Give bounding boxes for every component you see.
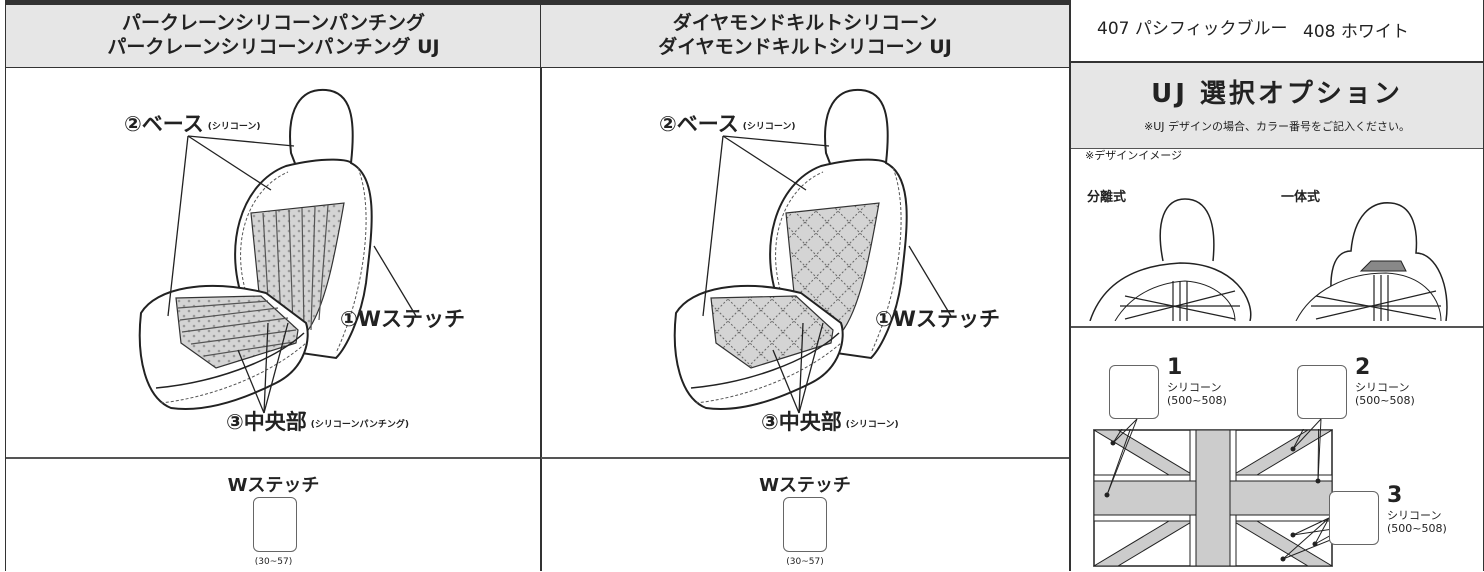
- type-separate-label: 分離式: [1087, 190, 1127, 205]
- uj-option-3-material: シリコーン: [1387, 509, 1442, 522]
- wstitch-color-box[interactable]: [783, 497, 827, 552]
- uj-option-note: ※UJ デザインの場合、カラー番号をご記入ください。: [1143, 120, 1410, 133]
- label-base: ②ベース(シリコーン): [124, 112, 261, 136]
- wstitch-range: (30~57): [254, 557, 293, 567]
- color-item-408: 408 ホワイト: [1303, 22, 1409, 42]
- seat-illustration-parklane: [138, 88, 417, 414]
- label-base: ②ベース(シリコーン): [659, 112, 796, 136]
- panel-title-line2: パークレーンシリコーンパンチング UJ: [107, 36, 440, 58]
- panel-title-line1: ダイヤモンドキルトシリコーン: [672, 12, 938, 34]
- uj-option-1-material: シリコーン: [1167, 381, 1222, 394]
- wstitch-title: Wステッチ: [227, 475, 320, 496]
- uj-option-1-number: 1: [1167, 355, 1183, 380]
- section-divider: [541, 457, 1069, 459]
- uj-option-title: UJ 選択オプション: [1151, 79, 1403, 109]
- panel-header: パークレーンシリコーンパンチング パークレーンシリコーンパンチング UJ: [6, 0, 541, 68]
- label-base-sub: (シリコーン): [207, 121, 261, 132]
- uj-option-3-number: 3: [1387, 483, 1403, 508]
- section-divider: [6, 457, 541, 459]
- uj-leader-lines: [1106, 418, 1330, 560]
- label-stitch: ①Wステッチ: [340, 307, 465, 331]
- union-jack-diagram: [1093, 429, 1333, 567]
- label-center-sub: (シリコーン): [845, 419, 899, 430]
- panel-title-line2: ダイヤモンドキルトシリコーン UJ: [658, 36, 952, 58]
- wstitch-color-box[interactable]: [253, 497, 297, 552]
- seat-panel-parklane: パークレーンシリコーンパンチング パークレーンシリコーンパンチング UJ: [5, 0, 542, 571]
- uj-option-1-color-box[interactable]: [1109, 365, 1159, 419]
- label-base-sub: (シリコーン): [742, 121, 796, 132]
- uj-option-panel: UJ 選択オプション ※UJ デザインの場合、カラー番号をご記入ください。 ※デ…: [1070, 62, 1484, 571]
- uj-option-2-material: シリコーン: [1355, 381, 1410, 394]
- panel-title-line1: パークレーンシリコーンパンチング: [121, 12, 426, 34]
- uj-option-3-range: (500~508): [1387, 522, 1447, 535]
- design-image-integrated: [1295, 202, 1448, 321]
- uj-option-2-color-box[interactable]: [1297, 365, 1347, 419]
- uj-option-2-range: (500~508): [1355, 394, 1415, 407]
- type-integrated-label: 一体式: [1281, 190, 1321, 205]
- wstitch-title: Wステッチ: [759, 475, 851, 496]
- panel-header: ダイヤモンドキルトシリコーン ダイヤモンドキルトシリコーン UJ: [541, 0, 1069, 68]
- label-center: ③中央部(シリコーン): [761, 410, 899, 434]
- uj-option-1-range: (500~508): [1167, 394, 1227, 407]
- label-center: ③中央部(シリコーンパンチング): [226, 410, 410, 434]
- uj-option-2-number: 2: [1355, 355, 1371, 380]
- design-image-separate: [1089, 198, 1252, 321]
- design-image-label: ※デザインイメージ: [1085, 149, 1182, 162]
- label-center-sub: (シリコーンパンチング): [310, 419, 410, 430]
- uj-section-divider: [1071, 326, 1483, 328]
- color-list-fragment: 407 パシフィックブルー 408 ホワイト: [1070, 0, 1484, 62]
- label-stitch: ①Wステッチ: [875, 307, 1000, 331]
- seat-panel-diamond: ダイヤモンドキルトシリコーン ダイヤモンドキルトシリコーン UJ: [540, 0, 1070, 571]
- color-item-407: 407 パシフィックブルー: [1097, 19, 1288, 39]
- seat-illustration-diamond: [673, 88, 952, 414]
- uj-option-3-color-box[interactable]: [1329, 491, 1379, 545]
- wstitch-range: (30~57): [786, 557, 824, 567]
- uj-option-header: UJ 選択オプション ※UJ デザインの場合、カラー番号をご記入ください。: [1071, 63, 1483, 149]
